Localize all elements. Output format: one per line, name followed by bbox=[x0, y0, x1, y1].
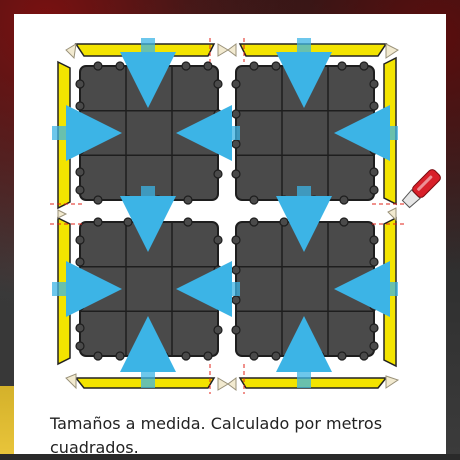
cut-lines bbox=[50, 38, 406, 394]
tile-module-bottom-right bbox=[235, 221, 375, 357]
tile-module-bottom-left bbox=[79, 221, 219, 357]
edge-ramp-top-right bbox=[238, 43, 388, 57]
background-yellow-strip bbox=[0, 386, 14, 454]
mat-assembly-diagram bbox=[50, 38, 441, 394]
tile-module-top-right bbox=[235, 65, 375, 201]
corner-pieces bbox=[57, 43, 400, 391]
edge-ramp-bottom-right bbox=[238, 377, 388, 389]
product-card: Tamaños a medida. Calculado por metros c… bbox=[14, 14, 446, 457]
product-caption: Tamaños a medida. Calculado por metros c… bbox=[50, 414, 383, 457]
assembly-arrows bbox=[52, 38, 398, 388]
tile-module-top-left bbox=[79, 65, 219, 201]
cutter-knife-icon bbox=[401, 169, 441, 209]
